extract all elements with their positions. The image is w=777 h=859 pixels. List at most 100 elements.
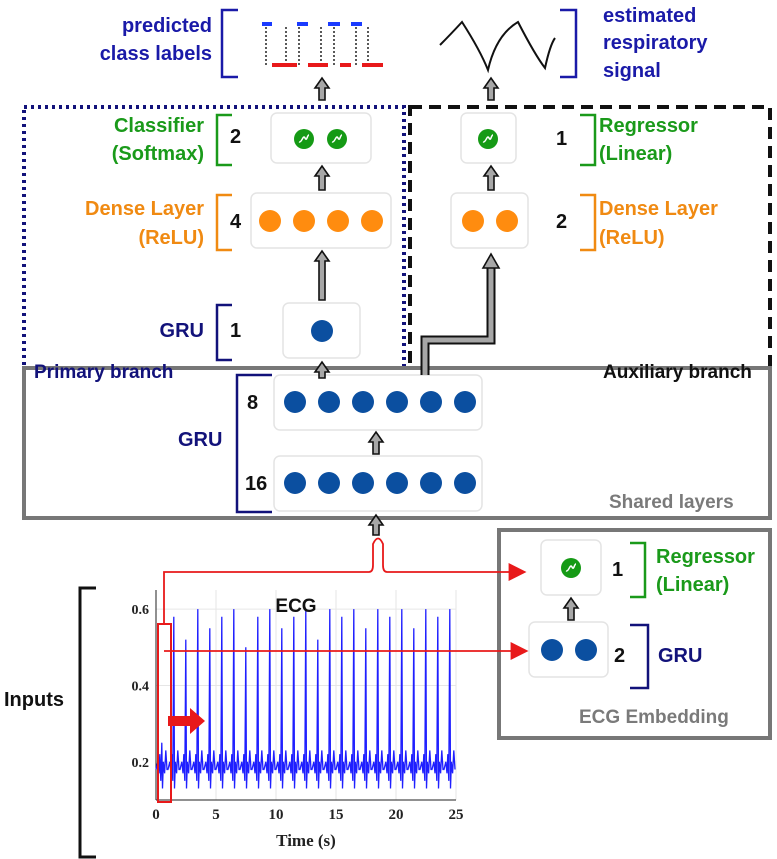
sigmoid-icon xyxy=(331,134,343,143)
x-tick-label: 25 xyxy=(449,807,464,823)
shared-gru8-node xyxy=(284,391,306,413)
shared-gru8-node xyxy=(454,391,476,413)
aux-dense-label: Dense Layer xyxy=(599,198,718,220)
respiratory-label-1: estimated xyxy=(603,5,697,27)
aux-dense-node xyxy=(496,210,518,232)
x-tick-label: 5 xyxy=(212,807,220,823)
respiratory-label-2: respiratory xyxy=(603,32,708,54)
emb-gru-label: GRU xyxy=(658,645,703,667)
primary-gru-node xyxy=(311,320,333,342)
emb-regressor-activation: (Linear) xyxy=(656,574,730,596)
shared-gru16-node xyxy=(454,472,476,494)
primary-gru-units: 1 xyxy=(230,320,242,342)
primary-dense-panel xyxy=(250,192,392,249)
x-tick-label: 15 xyxy=(329,807,344,823)
x-axis-label: Time (s) xyxy=(276,831,336,850)
aux-regressor-activation: (Linear) xyxy=(599,143,673,165)
bracket-emb-regressor xyxy=(630,541,647,599)
sigmoid-icon xyxy=(565,563,577,572)
aux-dense-activation: (ReLU) xyxy=(599,227,665,249)
ecg-chart: 0 5 10 15 20 25 0.2 0.4 0.6 ECG Time (s) xyxy=(132,590,464,850)
primary-branch-title: Primary branch xyxy=(34,362,174,383)
aux-regressor-label: Regressor xyxy=(599,115,698,137)
respiratory-signal-curve xyxy=(439,20,556,74)
shared-gru-label: GRU xyxy=(178,429,223,451)
shared-gru8-units: 8 xyxy=(247,392,259,414)
bracket-respiratory xyxy=(560,8,578,79)
classifier-units: 2 xyxy=(230,126,242,148)
classifier-panel xyxy=(270,112,372,164)
aux-dense-panel xyxy=(450,192,529,249)
flow-arrow xyxy=(313,76,331,101)
red-connectors xyxy=(157,537,529,803)
flow-arrow xyxy=(313,360,331,379)
chart-title: ECG xyxy=(275,596,316,617)
x-tick-label: 10 xyxy=(269,807,284,823)
shared-gru16-node xyxy=(386,472,408,494)
predicted-labels-label-2: class labels xyxy=(99,43,212,65)
primary-dense-node xyxy=(259,210,281,232)
shared-gru8-panel xyxy=(273,374,483,431)
bracket-primary-gru xyxy=(215,303,232,362)
primary-dense-units: 4 xyxy=(230,211,242,233)
primary-dense-activation: (ReLU) xyxy=(138,227,204,249)
bracket-primary-dense xyxy=(215,193,232,252)
emb-regressor-node xyxy=(561,558,581,578)
red-thick-arrow xyxy=(168,708,205,734)
bracket-predicted xyxy=(220,8,238,79)
shared-gru8-node xyxy=(420,391,442,413)
bracket-aux-regressor xyxy=(580,113,597,167)
x-tick-label: 20 xyxy=(389,807,404,823)
shared-gru8-node xyxy=(318,391,340,413)
shared-gru16-node xyxy=(420,472,442,494)
bracket-classifier xyxy=(215,113,232,167)
primary-dense-node xyxy=(293,210,315,232)
shared-gru16-node xyxy=(352,472,374,494)
classifier-node xyxy=(294,129,314,149)
flow-arrow xyxy=(482,76,500,101)
shared-gru16-units: 16 xyxy=(245,473,268,495)
ecg-embedding-title: ECG Embedding xyxy=(579,707,729,728)
predicted-labels-waveform xyxy=(262,22,383,67)
classifier-activation: (Softmax) xyxy=(111,143,204,165)
y-tick-label: 0.6 xyxy=(132,603,150,618)
respiratory-label-3: signal xyxy=(603,60,661,82)
primary-dense-label: Dense Layer xyxy=(85,198,204,220)
aux-regressor-units: 1 xyxy=(556,128,568,150)
emb-regressor-label: Regressor xyxy=(656,546,755,568)
sigmoid-icon xyxy=(482,134,494,143)
bracket-inputs xyxy=(78,586,96,859)
primary-branch-box xyxy=(22,105,406,390)
classifier-node xyxy=(327,129,347,149)
y-tick-label: 0.2 xyxy=(132,756,150,771)
shared-gru16-panel xyxy=(273,455,483,512)
shared-gru16-node xyxy=(284,472,306,494)
shared-gru16-node xyxy=(318,472,340,494)
shared-to-aux-connector xyxy=(420,265,496,375)
predicted-line-1: predicted xyxy=(121,15,212,37)
aux-dense-units: 2 xyxy=(556,211,568,233)
emb-gru-node xyxy=(575,639,597,661)
predicted-labels-label: predicted xyxy=(60,14,212,38)
shared-gru8-node xyxy=(386,391,408,413)
emb-regressor-units: 1 xyxy=(612,559,624,581)
emb-gru-node xyxy=(541,639,563,661)
x-tick-label: 0 xyxy=(152,807,160,823)
emb-gru-units: 2 xyxy=(614,645,626,667)
primary-gru-label: GRU xyxy=(159,320,204,342)
ecg-series-line xyxy=(155,609,456,789)
flow-arrow xyxy=(313,249,331,301)
emb-gru-panel xyxy=(528,621,609,678)
aux-regressor-node xyxy=(478,129,498,149)
sigmoid-icon xyxy=(298,134,310,143)
shared-gru8-node xyxy=(352,391,374,413)
flow-arrow xyxy=(313,164,331,191)
inputs-label: Inputs xyxy=(4,689,64,711)
flow-arrow xyxy=(367,430,385,455)
bracket-shared-gru xyxy=(235,373,272,514)
auxiliary-branch-title: Auxiliary branch xyxy=(603,362,752,383)
bracket-aux-dense xyxy=(580,193,597,252)
y-tick-label: 0.4 xyxy=(132,679,150,694)
